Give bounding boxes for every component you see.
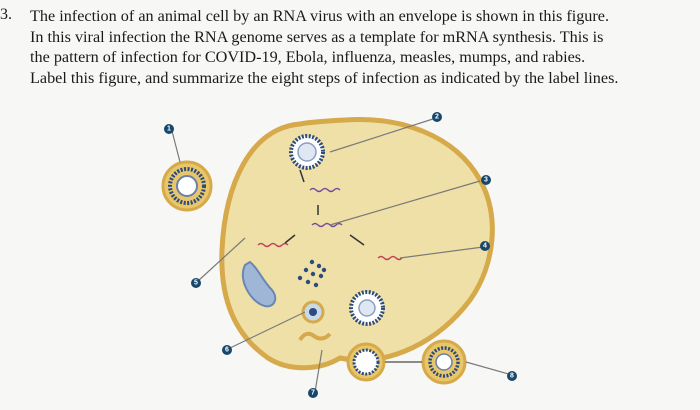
assembling-virus <box>301 300 325 324</box>
svg-text:6: 6 <box>225 347 229 354</box>
attached-virus <box>289 134 325 170</box>
host-cell <box>219 116 495 371</box>
label-dot: 7 <box>308 388 318 398</box>
label-dot: 3 <box>481 175 491 185</box>
released-virus <box>346 339 467 385</box>
question-line: In this viral infection the RNA genome s… <box>30 27 604 46</box>
svg-text:8: 8 <box>510 373 514 380</box>
label-lines <box>171 117 513 393</box>
label-dot: 6 <box>222 345 232 355</box>
question-line: The infection of an animal cell by an RN… <box>30 7 610 25</box>
svg-text:2: 2 <box>435 114 439 121</box>
label-dot: 2 <box>432 112 442 122</box>
svg-text:5: 5 <box>194 280 198 287</box>
svg-text:1: 1 <box>167 126 171 133</box>
label-dot: 4 <box>480 241 490 251</box>
svg-text:7: 7 <box>311 390 315 397</box>
svg-text:4: 4 <box>483 243 487 250</box>
label-dot: 5 <box>191 278 201 288</box>
svg-text:3: 3 <box>484 177 488 184</box>
free-virus <box>161 160 213 212</box>
question-number: 3. <box>0 6 12 23</box>
question-line: the pattern of infection for COVID-19, E… <box>30 48 586 66</box>
rna-strands <box>257 169 403 261</box>
capsid-proteins <box>297 259 327 288</box>
label-dot: 1 <box>164 124 174 134</box>
question-text: The infection of an animal cell by an RN… <box>30 6 688 88</box>
label-dot: 8 <box>507 371 517 381</box>
budding-virus <box>298 290 385 342</box>
question-line: Label this figure, and summarize the eig… <box>30 68 619 87</box>
endoplasmic-reticulum <box>242 260 277 308</box>
